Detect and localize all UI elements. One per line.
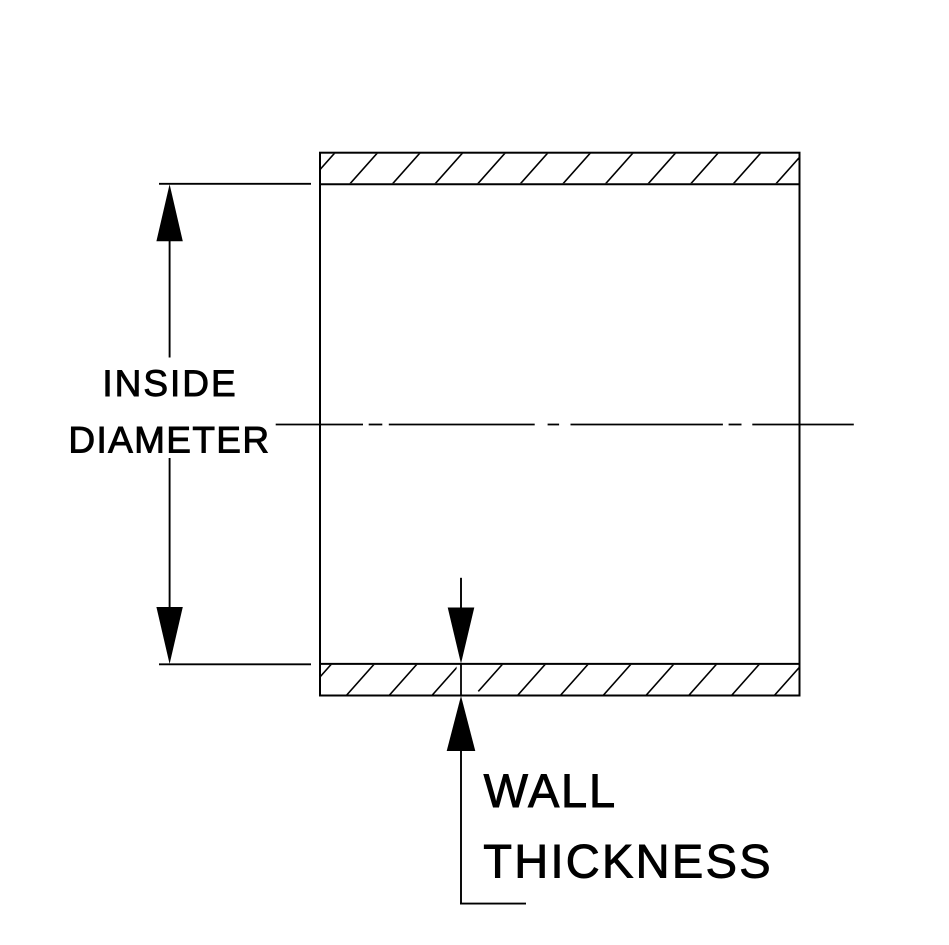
svg-text:THICKNESS: THICKNESS <box>483 834 773 887</box>
svg-text:WALL: WALL <box>484 764 617 817</box>
svg-text:DIAMETER: DIAMETER <box>68 420 270 461</box>
svg-text:INSIDE: INSIDE <box>102 363 237 404</box>
